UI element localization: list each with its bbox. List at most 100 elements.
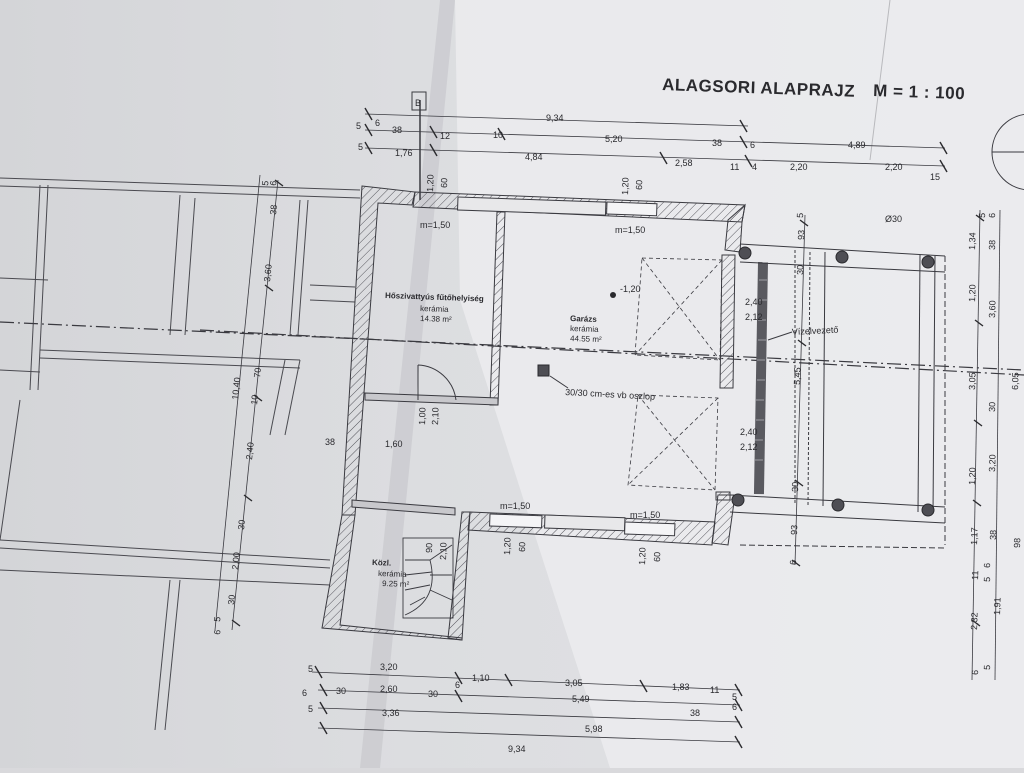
level-mark-icon xyxy=(610,292,616,298)
dim-right-h: 30 xyxy=(987,402,997,412)
dim-right-i: 6,05 xyxy=(1010,372,1021,390)
door-width-label: 1,00 xyxy=(417,407,428,425)
room-area-hall: 9.25 m² xyxy=(382,579,410,589)
opening-b-width: 2,40 xyxy=(740,427,758,437)
opening-a-height: 2,12 xyxy=(745,312,763,322)
section-mark-label: B xyxy=(415,98,421,108)
dim-mid-f: 93 xyxy=(789,525,799,535)
dim-bot-r1-c: 1,10 xyxy=(472,673,490,683)
stair-door-height: 2,10 xyxy=(438,542,449,560)
dim-right-q: 2,32 xyxy=(969,612,980,630)
dim-left-h: 2,40 xyxy=(244,442,256,460)
dim-mid-c: 30 xyxy=(795,265,805,275)
dim-right-s: 98 xyxy=(1012,538,1022,548)
dim-left-m: 6 xyxy=(212,629,222,635)
level-label: -1,20 xyxy=(620,284,641,294)
dim-top-win1-b: 60 xyxy=(439,178,449,188)
dim-bot-r2-a: 6 xyxy=(302,688,307,698)
dim-1-60: 1,60 xyxy=(385,439,403,449)
dim-bot-r2-c: 2,60 xyxy=(380,684,398,694)
dim-top-r3-a: 5 xyxy=(358,142,363,152)
room-name-garage: Garázs xyxy=(570,314,598,324)
dim-right-t: 6 xyxy=(970,670,980,675)
dim-top-r2-e: 10 xyxy=(493,130,503,140)
door-height-label: 2,10 xyxy=(430,407,441,425)
dim-bot-win2-b: 60 xyxy=(652,552,662,562)
dim-bot-r1-f: 11 xyxy=(710,685,719,695)
dim-bot-r1-e: 1,83 xyxy=(672,682,690,692)
dim-right-u: 5 xyxy=(982,665,992,670)
paper-fold xyxy=(360,0,455,768)
dim-bot-total: 9,34 xyxy=(508,744,526,754)
gutter-leader xyxy=(767,331,793,341)
dim-bot-r3-a: 5 xyxy=(308,704,313,714)
dim-top-r2-c: 38 xyxy=(392,125,402,135)
dim-bot-r3-d: 38 xyxy=(690,708,700,718)
stair-door-width: 90 xyxy=(424,543,434,553)
dim-bot-r2-h: 6 xyxy=(732,702,737,712)
dim-top-total: 9,34 xyxy=(546,113,564,123)
dim-right-f: 3,60 xyxy=(987,300,998,318)
dim-bot-win2-a: 1,20 xyxy=(637,547,648,565)
dim-bot-r2-g: 5 xyxy=(732,692,737,702)
dim-top-r3-f: 4 xyxy=(752,162,757,172)
dim-right-l: 1,17 xyxy=(969,527,980,545)
dim-top-r3-b: 1,76 xyxy=(395,148,413,158)
dim-left-a: 5 xyxy=(260,180,270,186)
axis-lines xyxy=(0,321,1024,376)
dim-left-g: 10 xyxy=(249,394,260,405)
adjacent-building-outline xyxy=(0,177,361,731)
sill-height-a: m=1,50 xyxy=(420,220,450,230)
dim-top-r3-d: 2,58 xyxy=(675,158,693,168)
dim-right-g: 3,05 xyxy=(967,372,978,390)
section-mark-box xyxy=(411,91,427,111)
dim-right-b: 6 xyxy=(987,213,997,218)
plan-scale: M = 1 : 100 xyxy=(873,81,966,103)
dim-right-r: 1,91 xyxy=(992,597,1003,615)
dim-bot-r2-b: 30 xyxy=(336,686,346,696)
dim-top-r3-e: 11 xyxy=(730,162,739,172)
dim-bot-r1-d: 3,05 xyxy=(565,678,583,688)
room-floor-garage: kerámia xyxy=(570,324,599,334)
sill-height-b: m=1,50 xyxy=(615,225,645,235)
door-swing-arc xyxy=(417,364,457,401)
dim-top-r3-c: 4,84 xyxy=(525,152,543,162)
dim-top-r3-g: 2,20 xyxy=(790,162,808,172)
spiral-staircase xyxy=(402,537,454,619)
dim-mid-g: 6 xyxy=(788,560,798,565)
dim-bot-r3-c: 5,98 xyxy=(585,724,603,734)
dim-38-wall: 38 xyxy=(325,437,335,447)
light-streak xyxy=(455,0,1024,768)
dim-bot-win1-a: 1,20 xyxy=(502,537,513,555)
dim-right-n: 6 xyxy=(982,563,992,568)
dim-mid-d: 5,45 xyxy=(792,367,803,385)
dim-right-m: 38 xyxy=(988,530,998,540)
pillar-label: 30/30 cm-es vb oszlop xyxy=(565,387,655,402)
dim-left-b: 6 xyxy=(268,180,278,186)
dim-top-win2-b: 60 xyxy=(634,180,644,190)
dim-left-d: 3,60 xyxy=(262,264,274,282)
dim-right-c: 1,34 xyxy=(967,232,978,250)
dim-top-r2-a: 5 xyxy=(356,121,361,131)
dim-bot-win1-b: 60 xyxy=(517,542,527,552)
dimension-ticks xyxy=(231,107,985,749)
dim-left-k: 30 xyxy=(226,594,237,605)
north-arrow-icon xyxy=(991,113,1024,191)
dim-top-r2-f: 5,20 xyxy=(605,134,623,144)
dim-mid-e: 30 xyxy=(790,482,800,492)
dim-top-r2-h: 6 xyxy=(750,140,755,150)
dim-bot-r1-a: 5 xyxy=(308,664,313,674)
room-floor-hall: kerámia xyxy=(378,569,407,579)
dim-left-e: 10,40 xyxy=(230,377,242,400)
dim-right-d: 38 xyxy=(987,240,997,250)
dim-left-j: 2,00 xyxy=(230,552,242,570)
dim-top-r2-d: 12 xyxy=(440,131,450,141)
window-openings xyxy=(457,196,676,537)
dim-mid-a: 5 xyxy=(795,213,805,218)
pillar-leader xyxy=(549,375,569,389)
paper-crease xyxy=(869,0,891,161)
room-name-hall: Közl. xyxy=(372,558,391,568)
dim-bot-r1-b: 3,20 xyxy=(380,662,398,672)
